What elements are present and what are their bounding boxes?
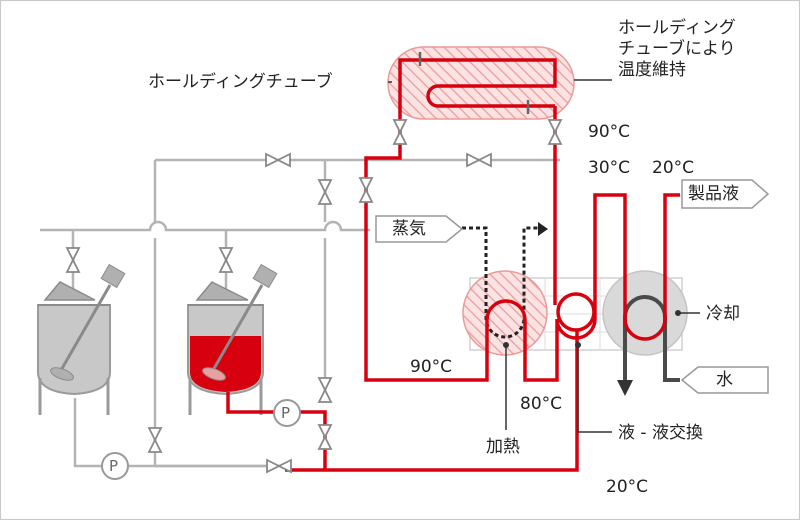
pump-icon-left <box>101 452 129 480</box>
pump-label-left: P <box>109 457 119 475</box>
temp-regen-out: 30°C <box>588 158 631 178</box>
holding-tube-note-line3: 温度維持 <box>618 60 686 80</box>
temp-holding-out: 90°C <box>588 122 631 142</box>
pump-label-right: P <box>281 404 291 422</box>
temp-heat-in: 90°C <box>410 357 453 377</box>
cooling-zone <box>602 270 688 356</box>
temp-product-out: 20°C <box>652 158 695 178</box>
temp-return: 20°C <box>606 477 649 497</box>
steam-tag <box>375 215 464 243</box>
cooling-label: 冷却 <box>706 304 740 324</box>
steam-label: 蒸気 <box>392 219 426 239</box>
product-tag <box>681 179 770 209</box>
tank-right <box>187 263 278 415</box>
holding-tube-zone <box>387 46 575 120</box>
liquid-exchange-label: 液 - 液交換 <box>618 423 703 443</box>
tank-left <box>37 263 126 415</box>
holding-tube-coil <box>398 58 557 120</box>
holding-tube-label: ホールディングチューブ <box>148 72 333 92</box>
valves <box>65 119 563 474</box>
holding-tube-note-line1: ホールディング <box>618 18 736 38</box>
holding-tube-note-line2: チューブにより <box>618 39 736 59</box>
heating-label: 加熱 <box>486 437 520 457</box>
product-line <box>226 120 680 472</box>
water-label: 水 <box>716 370 733 390</box>
pump-icon-right <box>273 399 301 427</box>
leader-lines <box>505 312 700 433</box>
product-label: 製品液 <box>688 184 739 204</box>
water-tag <box>680 366 769 394</box>
temp-regen-in: 80°C <box>520 394 563 414</box>
